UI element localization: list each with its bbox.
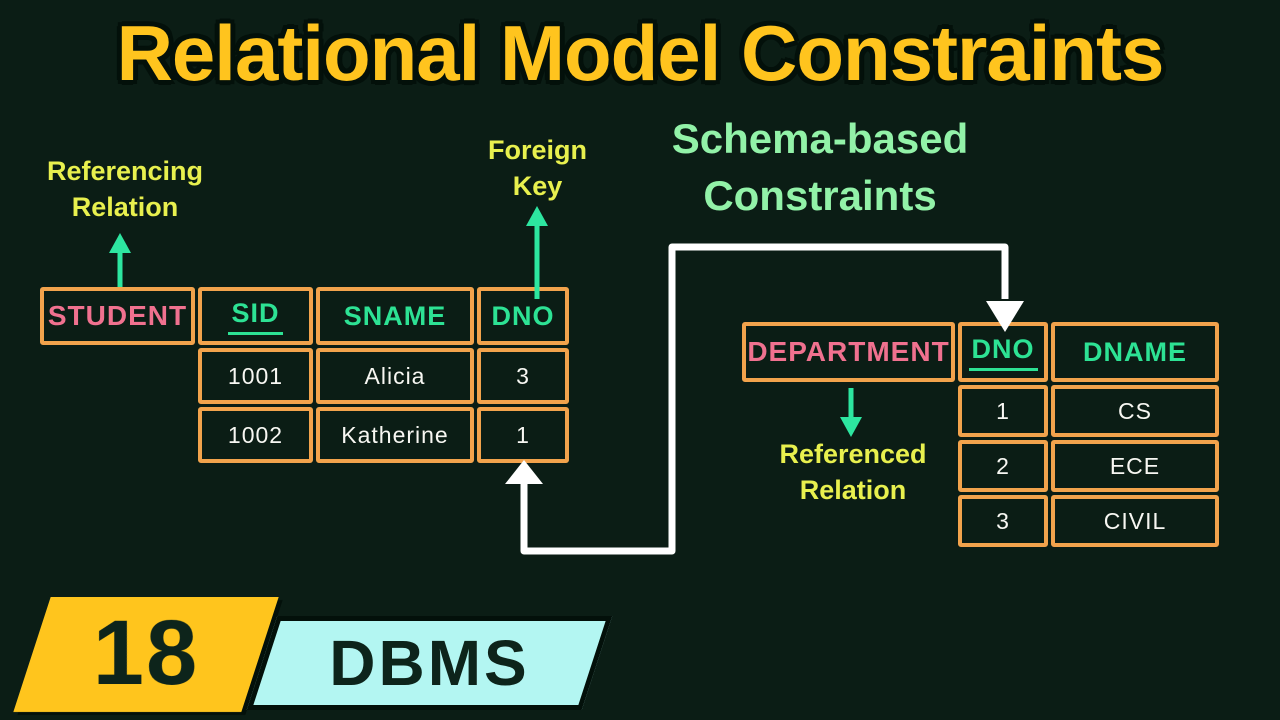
department-row2-dname-cell: ECE: [1051, 440, 1219, 492]
student-column-header-dno: DNO: [477, 287, 569, 345]
department-row2-dname: ECE: [1109, 452, 1161, 479]
foreign-key-arrowhead-icon: [526, 206, 548, 226]
department-row1-dno-cell: 1: [958, 385, 1048, 437]
student-row1-sid: 1001: [227, 362, 284, 389]
student-table: STUDENT SID SNAME DNO 1001 Alicia 3 1002…: [40, 287, 569, 463]
department-column-header-dno: DNO: [958, 322, 1048, 382]
student-row2-sname: Katherine: [341, 421, 449, 448]
department-column-dno-label: DNO: [968, 334, 1038, 371]
student-table-name: STUDENT: [47, 300, 188, 331]
department-column-header-dname: DNAME: [1051, 322, 1219, 382]
student-row2-sname-cell: Katherine: [316, 407, 474, 463]
department-row3-dno: 3: [996, 507, 1010, 534]
student-column-sname-label: SNAME: [343, 300, 447, 331]
referencing-relation-arrowhead-icon: [109, 233, 131, 253]
course-name-badge: DBMS: [246, 616, 613, 710]
department-row3-dname: CIVIL: [1103, 507, 1167, 534]
student-row2-sid: 1002: [227, 421, 284, 448]
label-foreign-key: Foreign Key: [488, 135, 587, 201]
department-table-spacer: [742, 440, 955, 492]
department-table-name-cell: DEPARTMENT: [742, 322, 955, 382]
department-table: DEPARTMENT DNO DNAME 1 CS 2 ECE 3 CIVIL: [742, 322, 1219, 547]
student-table-spacer: [40, 348, 195, 404]
department-row3-dname-cell: CIVIL: [1051, 495, 1219, 547]
student-table-spacer: [40, 407, 195, 463]
student-row1-sname-cell: Alicia: [316, 348, 474, 404]
student-column-dno-label: DNO: [491, 300, 555, 331]
department-table-name: DEPARTMENT: [747, 336, 950, 367]
student-row1-sid-cell: 1001: [198, 348, 313, 404]
student-row1-sname: Alicia: [364, 362, 426, 389]
student-table-name-cell: STUDENT: [40, 287, 195, 345]
department-row1-dname: CS: [1118, 397, 1152, 424]
department-table-spacer: [742, 385, 955, 437]
student-column-header-sname: SNAME: [316, 287, 474, 345]
course-name: DBMS: [329, 627, 530, 699]
student-row2-sid-cell: 1002: [198, 407, 313, 463]
department-column-dname-label: DNAME: [1083, 336, 1187, 367]
student-column-header-sid: SID: [198, 287, 313, 345]
student-row1-dno-cell: 3: [477, 348, 569, 404]
label-referencing-relation: Referencing Relation: [46, 156, 204, 222]
department-row2-dno-cell: 2: [958, 440, 1048, 492]
department-table-spacer: [742, 495, 955, 547]
connector-up-arrowhead-icon: [505, 460, 543, 484]
episode-number-badge: 18: [13, 597, 279, 712]
department-row2-dno: 2: [996, 452, 1010, 479]
student-row2-dno: 1: [516, 421, 530, 448]
student-row2-dno-cell: 1: [477, 407, 569, 463]
student-row1-dno: 3: [516, 362, 530, 389]
department-row1-dname-cell: CS: [1051, 385, 1219, 437]
page-title: Relational Model Constraints: [116, 9, 1165, 97]
student-column-sid-label: SID: [228, 298, 283, 335]
department-row1-dno: 1: [996, 397, 1010, 424]
department-row3-dno-cell: 3: [958, 495, 1048, 547]
episode-number: 18: [92, 602, 200, 704]
subtitle-schema-based-constraints: Schema-based Constraints: [671, 115, 969, 219]
